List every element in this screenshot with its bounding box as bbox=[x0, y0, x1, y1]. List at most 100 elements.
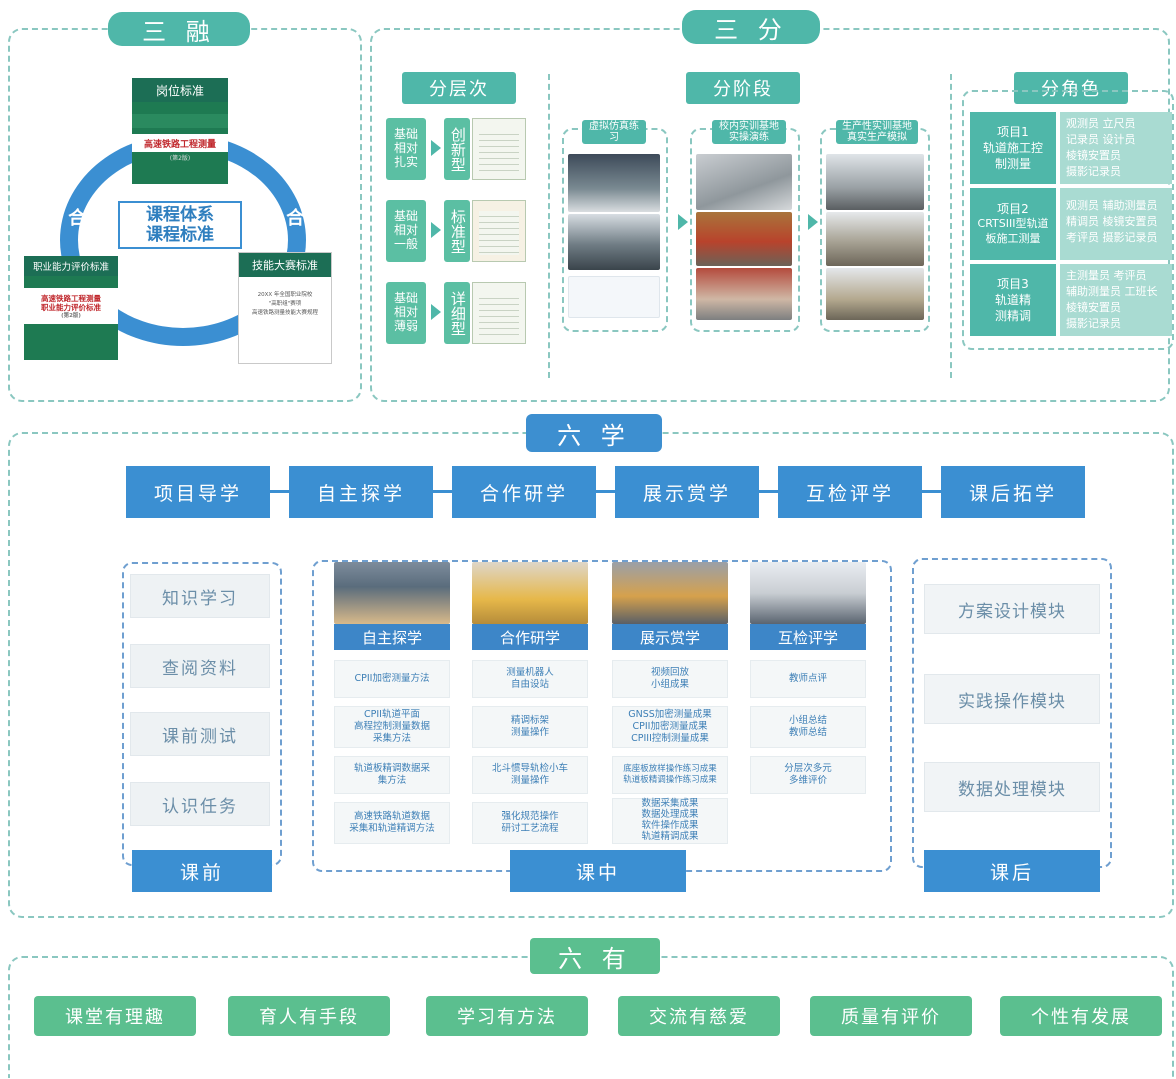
mid-cell-c4-r1: 教师点评 bbox=[750, 660, 866, 698]
competition-doc-line1: 20XX 年全国职业院校 bbox=[257, 292, 313, 298]
role-project-2: 项目2 CRTSIII型轨道板施工测量 bbox=[970, 188, 1056, 260]
liuyou-title: 六 有 bbox=[530, 938, 660, 974]
mid-head-review: 互检评学 bbox=[750, 624, 866, 650]
roles-title: 分角色 bbox=[1014, 72, 1128, 104]
competition-doc-line2: "高职组"赛项 bbox=[268, 300, 302, 307]
competition-doc-line3: 高速铁路测量技能大赛规程 bbox=[251, 309, 318, 316]
role-1-line3: 棱镜安置员 bbox=[1066, 148, 1121, 162]
layer-base-3: 基础相对薄弱 bbox=[386, 282, 426, 344]
layer-base-1: 基础相对扎实 bbox=[386, 118, 426, 180]
arrow-right-icon bbox=[808, 214, 818, 230]
you-evaluation: 质量有评价 bbox=[810, 996, 972, 1036]
role-project-3-name: 轨道精测精调 bbox=[994, 292, 1031, 324]
layer-type-2: 标准型 bbox=[444, 200, 470, 262]
before-class-label: 课前 bbox=[132, 850, 272, 892]
mid-cell-c3-r1: 视频回放 小组成果 bbox=[612, 660, 728, 698]
role-3-line1: 主测量员 考评员 bbox=[1066, 269, 1147, 282]
post-practice: 实践操作模块 bbox=[924, 674, 1100, 724]
vocational-book-line1: 高速铁路工程测量 bbox=[41, 293, 101, 303]
mid-cell-c2-r2: 精调标架 测量操作 bbox=[472, 706, 588, 748]
step-showcase: 展示赏学 bbox=[615, 466, 759, 518]
production-site-photo-2 bbox=[826, 212, 924, 266]
you-development: 个性有发展 bbox=[1000, 996, 1162, 1036]
job-book-subtitle: (第2版) bbox=[169, 154, 191, 162]
role-project-2-num: 项目2 bbox=[997, 202, 1029, 217]
role-2-line1: 观测员 辅助测量员 bbox=[1066, 199, 1158, 212]
arrow-right-icon bbox=[431, 222, 441, 238]
class-photo-self-explore bbox=[334, 562, 450, 624]
mid-cell-c3-r2: GNSS加密测量成果 CPII加密测量成果 CPIII控制测量成果 bbox=[612, 706, 728, 748]
form-thumbnail-3 bbox=[472, 282, 526, 344]
simulation-photo-3 bbox=[568, 276, 660, 318]
role-3-line4: 摄影记录员 bbox=[1066, 316, 1121, 330]
stage-head-3: 生产性实训基地真实生产模拟 bbox=[836, 120, 918, 144]
mid-cell-c2-r4: 强化规范操作 研讨工艺流程 bbox=[472, 802, 588, 844]
ronghe-label-left: 融 合 bbox=[36, 208, 91, 229]
pre-knowledge: 知识学习 bbox=[130, 574, 270, 618]
after-class-label: 课后 bbox=[924, 850, 1100, 892]
campus-lab-photo-2 bbox=[696, 212, 792, 266]
roles-frame bbox=[962, 90, 1174, 350]
layer-base-2: 基础相对一般 bbox=[386, 200, 426, 262]
mid-head-showcase: 展示赏学 bbox=[612, 624, 728, 650]
vocational-standard-book: 职业能力评价标准 高速铁路工程测量 职业能力评价标准 (第2版) bbox=[24, 256, 118, 360]
role-1-line1: 观测员 立尺员 bbox=[1066, 117, 1136, 130]
mid-head-cooperate: 合作研学 bbox=[472, 624, 588, 650]
vocational-book-line2: 职业能力评价标准 bbox=[41, 303, 101, 313]
role-list-3: 主测量员 考评员 辅助测量员 工班长 棱镜安置员 摄影记录员 bbox=[1060, 264, 1172, 336]
step-self-explore: 自主探学 bbox=[289, 466, 433, 518]
you-care: 交流有慈爱 bbox=[618, 996, 780, 1036]
job-standard-book: 岗位标准 高速铁路工程测量 (第2版) bbox=[132, 78, 228, 184]
job-standard-label: 岗位标准 bbox=[132, 78, 228, 102]
layer-type-1: 创新型 bbox=[444, 118, 470, 180]
competition-standard-label: 技能大赛标准 bbox=[239, 253, 331, 277]
vocational-book-line3: (第2版) bbox=[61, 313, 81, 320]
production-site-photo-1 bbox=[826, 154, 924, 210]
mid-cell-c3-r3: 底座板放样操作练习成果 轨道板精调操作练习成果 bbox=[612, 756, 728, 794]
stage-head-1: 虚拟仿真练习 bbox=[582, 120, 646, 144]
sanrong-title: 三 融 bbox=[108, 12, 250, 46]
mid-cell-c2-r3: 北斗惯导轨检小车 测量操作 bbox=[472, 756, 588, 794]
mid-cell-c1-r2: CPII轨道平面 高程控制测量数据 采集方法 bbox=[334, 706, 450, 748]
role-1-line2: 记录员 设计员 bbox=[1066, 132, 1136, 146]
in-class-label: 课中 bbox=[510, 850, 686, 892]
form-thumbnail-2 bbox=[472, 200, 526, 262]
competition-standard-doc: 技能大赛标准 20XX 年全国职业院校 "高职组"赛项 高速铁路测量技能大赛规程 bbox=[238, 252, 332, 364]
mid-cell-c1-r4: 高速铁路轨道数据 采集和轨道精调方法 bbox=[334, 802, 450, 844]
stages-title: 分阶段 bbox=[686, 72, 800, 104]
step-peer-review: 互检评学 bbox=[778, 466, 922, 518]
role-3-line2: 辅助测量员 工班长 bbox=[1066, 284, 1158, 298]
mid-cell-c3-r4: 数据采集成果 数据处理成果 软件操作成果 轨道精调成果 bbox=[612, 798, 728, 844]
mid-cell-c4-r2: 小组总结 教师总结 bbox=[750, 706, 866, 748]
you-means: 育人有手段 bbox=[228, 996, 390, 1036]
class-photo-cooperate bbox=[472, 562, 588, 624]
vocational-standard-label: 职业能力评价标准 bbox=[24, 256, 118, 276]
role-project-3: 项目3 轨道精测精调 bbox=[970, 264, 1056, 336]
step-cooperate: 合作研学 bbox=[452, 466, 596, 518]
campus-lab-photo-3 bbox=[696, 268, 792, 320]
pre-reference: 查阅资料 bbox=[130, 644, 270, 688]
form-thumbnail-1 bbox=[472, 118, 526, 180]
course-system-label: 课程体系 bbox=[146, 204, 214, 225]
ronghe-label-bottom: 融 合 bbox=[150, 287, 205, 308]
role-project-3-num: 项目3 bbox=[997, 276, 1029, 291]
liuxue-title: 六 学 bbox=[526, 414, 662, 452]
arrow-right-icon bbox=[431, 304, 441, 320]
job-book-title: 高速铁路工程测量 bbox=[143, 139, 216, 150]
step-project-guided: 项目导学 bbox=[126, 466, 270, 518]
you-interest: 课堂有理趣 bbox=[34, 996, 196, 1036]
role-2-line3: 考评员 摄影记录员 bbox=[1066, 230, 1158, 244]
course-system-box: 课程体系 课程标准 bbox=[118, 201, 242, 249]
role-2-line2: 精调员 棱镜安置员 bbox=[1066, 214, 1158, 228]
simulation-photo-1 bbox=[568, 154, 660, 212]
class-photo-review bbox=[750, 562, 866, 624]
mid-cell-c1-r3: 轨道板精调数据采 集方法 bbox=[334, 756, 450, 794]
role-project-1-num: 项目1 bbox=[997, 124, 1029, 139]
mid-head-self-explore: 自主探学 bbox=[334, 624, 450, 650]
mid-cell-c4-r3: 分层次多元 多维评价 bbox=[750, 756, 866, 794]
role-project-1: 项目1 轨道施工控制测量 bbox=[970, 112, 1056, 184]
course-standard-label: 课程标准 bbox=[146, 225, 214, 245]
mid-cell-c2-r1: 测量机器人 自由设站 bbox=[472, 660, 588, 698]
layer-type-3: 详细型 bbox=[444, 282, 470, 344]
role-project-1-name: 轨道施工控制测量 bbox=[983, 140, 1044, 172]
